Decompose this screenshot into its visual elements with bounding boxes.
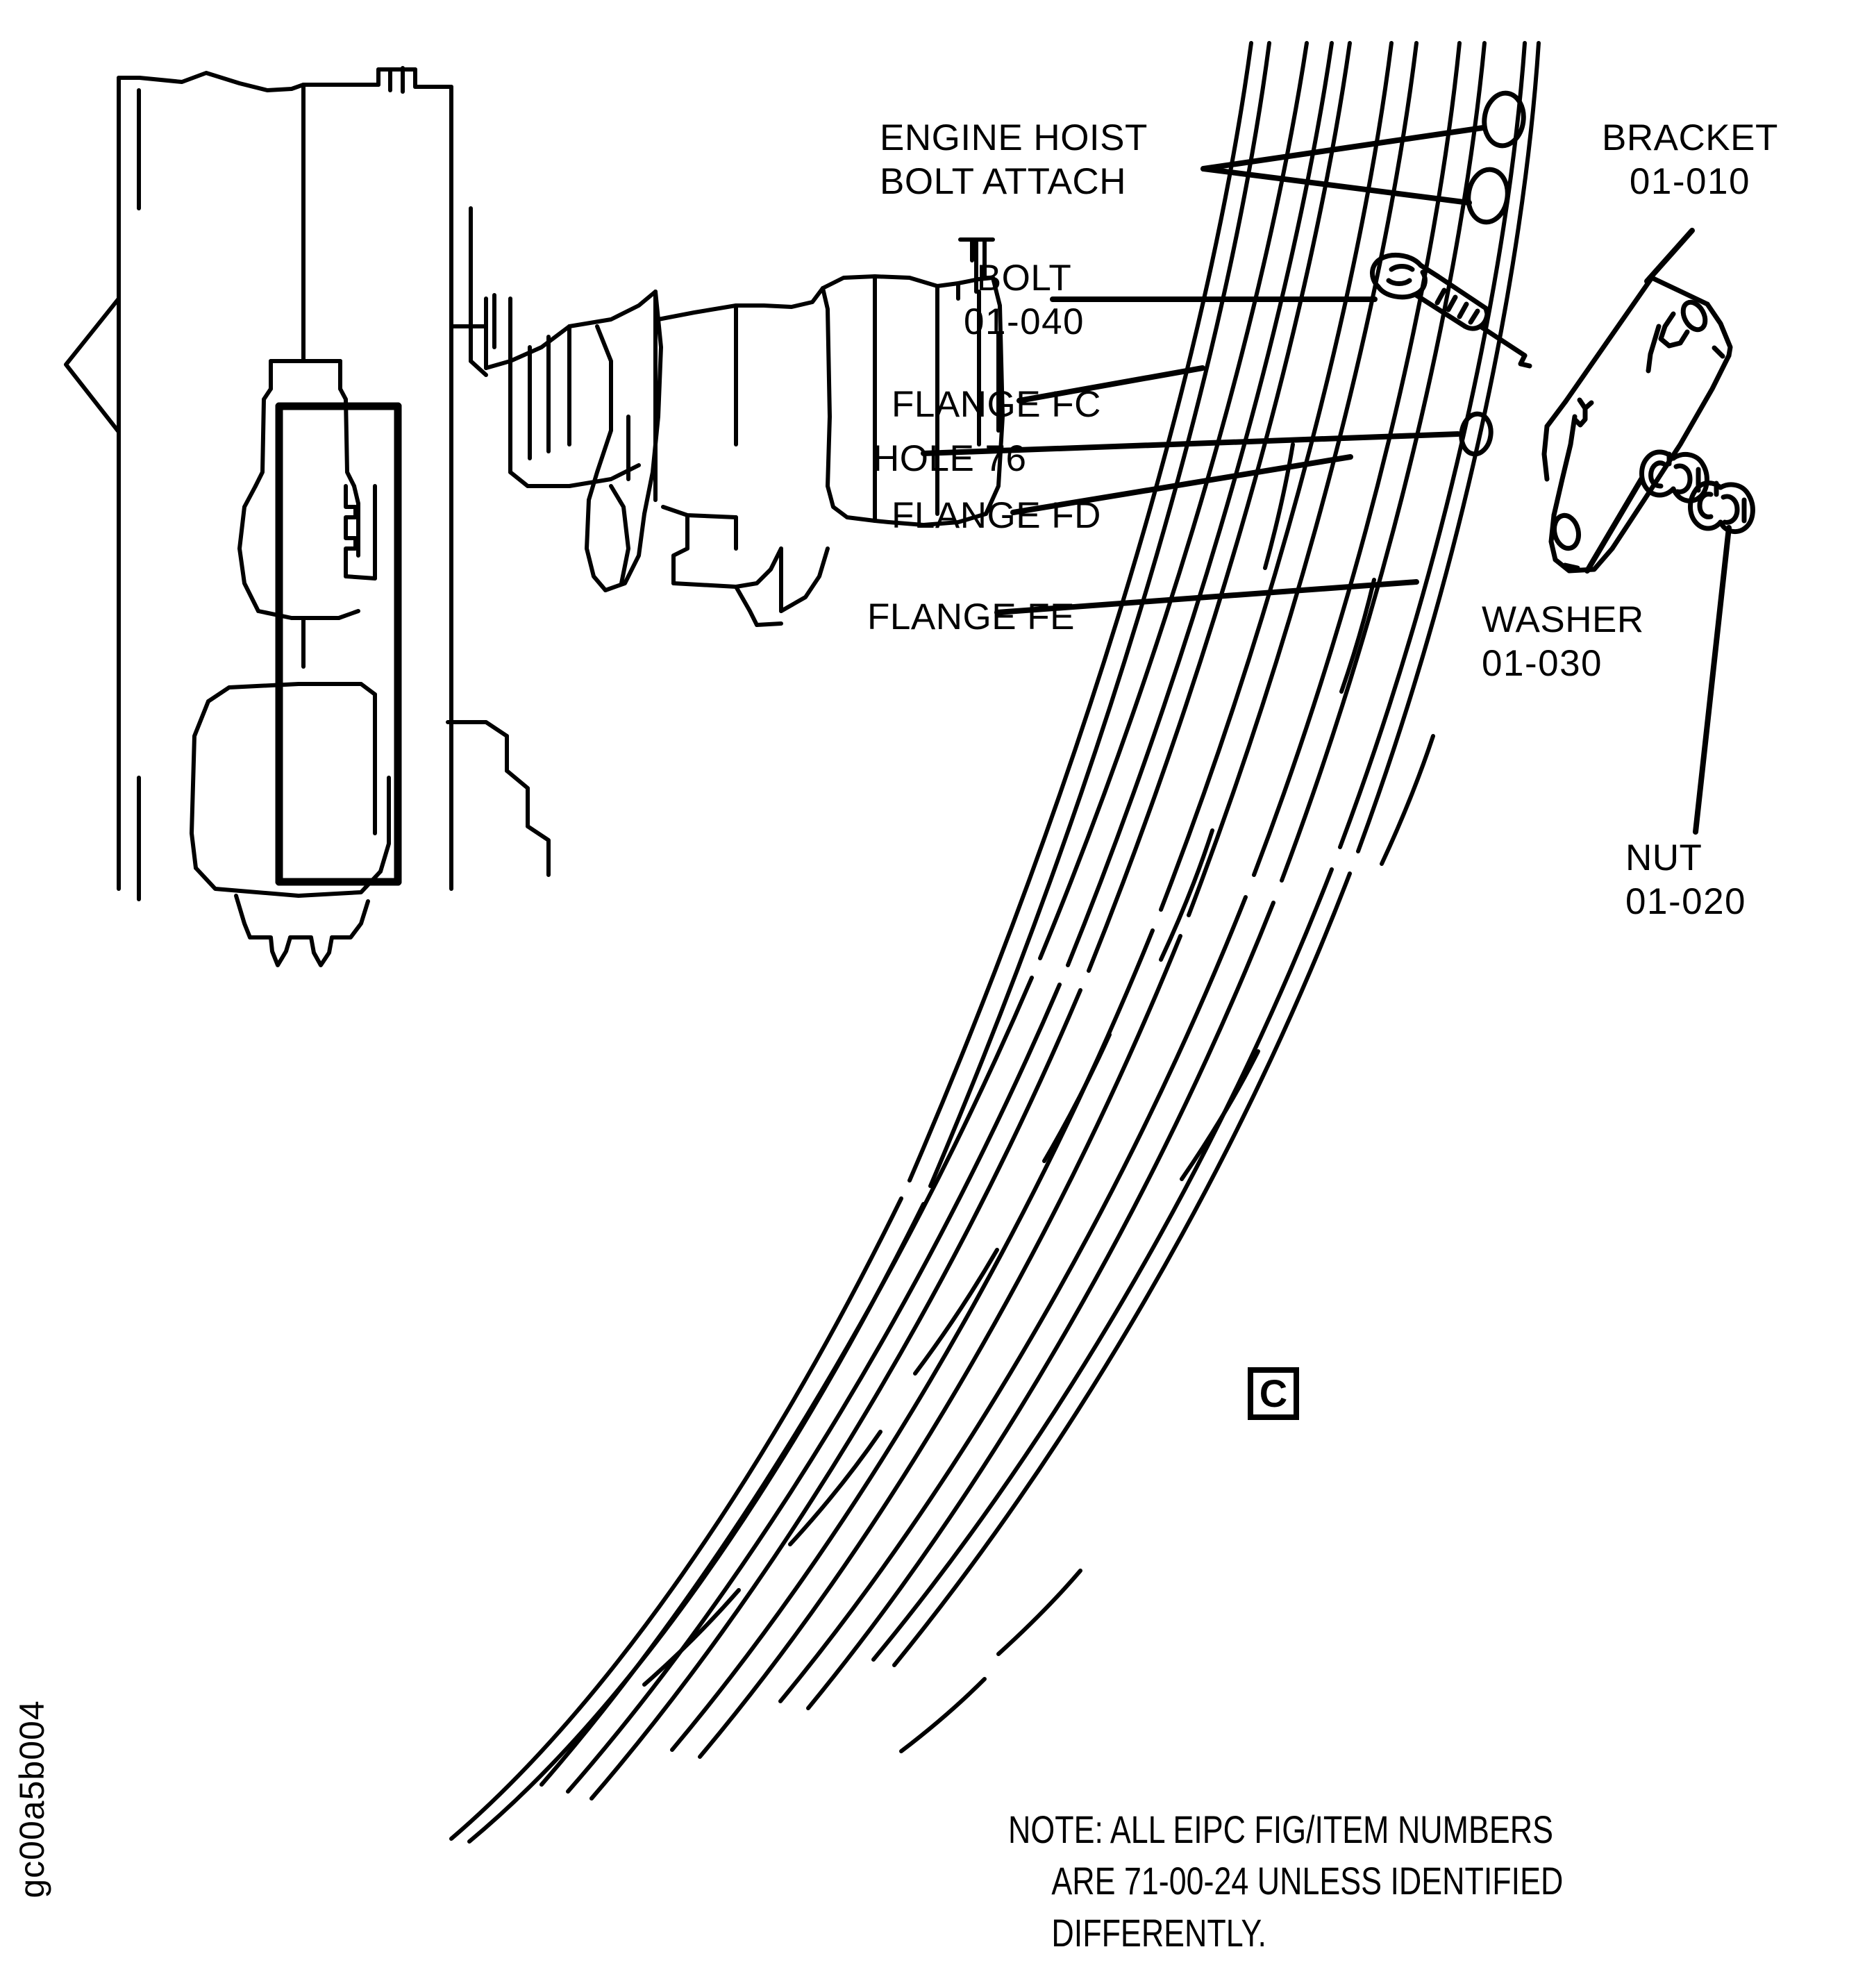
callout-bolt: BOLT 01-040 <box>964 257 1085 344</box>
note-block: NOTE: ALL EIPC FIG/ITEM NUMBERS ARE 71-0… <box>1008 1804 1563 1959</box>
callout-bolt-name: BOLT <box>976 258 1072 299</box>
leader-lines <box>921 125 1732 835</box>
callout-nut-item: 01-020 <box>1625 880 1747 922</box>
flange-ring-curves <box>449 41 1541 1844</box>
hoist-hole-lower <box>1466 167 1510 225</box>
nut-part <box>1688 481 1755 535</box>
bracket-part <box>1541 275 1733 574</box>
leader-nut <box>1693 525 1732 835</box>
hoist-hole-upper <box>1482 90 1526 149</box>
leader-hole-76 <box>921 431 1461 456</box>
callout-washer-name: WASHER <box>1482 599 1644 640</box>
note-line-1: NOTE: ALL EIPC FIG/ITEM NUMBERS <box>1008 1807 1553 1851</box>
leader-washer <box>1584 476 1644 574</box>
leader-flange-fc <box>1016 365 1205 403</box>
callout-bracket-item: 01-010 <box>1629 160 1750 202</box>
bracket-upper-hole <box>1680 299 1708 333</box>
callout-washer-item: 01-030 <box>1482 642 1603 684</box>
note-line-2: ARE 71-00-24 UNLESS IDENTIFIED <box>1051 1859 1564 1903</box>
leader-bracket <box>1644 228 1695 284</box>
callout-engine-hoist-bolt-attach: ENGINE HOIST BOLT ATTACH <box>880 117 1148 203</box>
callout-engine-hoist-line1: ENGINE HOIST <box>880 117 1148 158</box>
note-line-3: DIFFERENTLY. <box>1051 1910 1266 1955</box>
leader-flange-fe <box>994 579 1419 615</box>
callout-nut-name: NUT <box>1625 837 1702 878</box>
callout-flange-fc: FLANGE FC <box>892 384 1101 425</box>
sheet-code: gc00a5b004 <box>12 1700 51 1898</box>
callout-engine-hoist-line2: BOLT ATTACH <box>880 160 1126 202</box>
bracket-lower-hole <box>1552 512 1581 551</box>
callout-bracket: BRACKET 01-010 <box>1602 117 1778 203</box>
callout-bracket-name: BRACKET <box>1602 117 1778 158</box>
washer-and-nut <box>1639 449 1755 535</box>
callout-flange-fe: FLANGE FE <box>867 596 1076 637</box>
bolt-part <box>1370 252 1532 369</box>
callout-flange-fd: FLANGE FD <box>892 495 1101 536</box>
engine-key-view <box>64 66 1005 967</box>
callout-nut: NUT 01-020 <box>1625 837 1746 924</box>
leader-flange-fd <box>1010 454 1353 515</box>
callout-bolt-item: 01-040 <box>964 301 1085 342</box>
hole-76 <box>1459 411 1494 457</box>
leader-hoist-upper <box>1200 125 1486 172</box>
callout-hole-76: HOLE 76 <box>873 438 1027 479</box>
leader-hoist-lower <box>1200 166 1472 206</box>
zone-marker-c: C <box>1248 1367 1299 1420</box>
flange-break-ticks <box>642 442 1435 1753</box>
hoist-bolt-holes <box>1459 90 1526 457</box>
callout-washer: WASHER 01-030 <box>1482 599 1644 685</box>
